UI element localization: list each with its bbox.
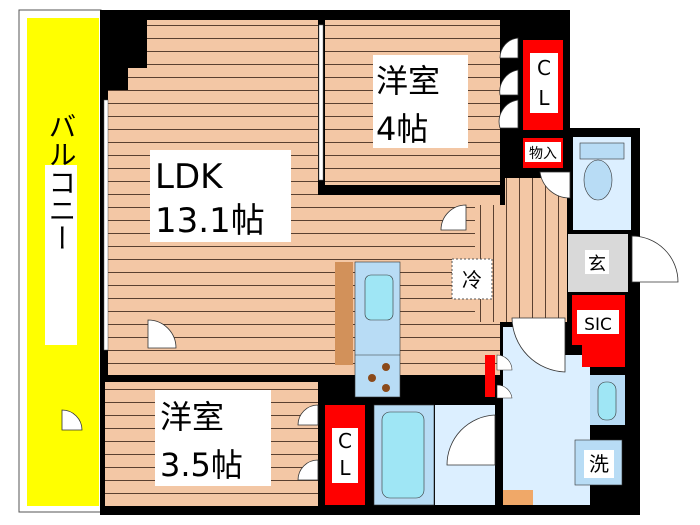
- closet-a-label-bg: [530, 53, 558, 113]
- ldk-floor: [108, 20, 500, 375]
- hallway-floor: [475, 178, 567, 322]
- stove-burner: [382, 384, 390, 392]
- bedroom-4-label-bg: [373, 55, 468, 148]
- washroom: [503, 327, 590, 505]
- balcony-door[interactable]: [61, 409, 83, 431]
- entrance-label-bg: [585, 250, 609, 274]
- bedroom-4-name: 洋室: [376, 62, 440, 100]
- vanity-basin: [597, 381, 617, 421]
- entrance-label: 玄: [588, 254, 606, 275]
- bathtub-icon: [381, 411, 425, 499]
- floor-mat: [503, 490, 533, 505]
- toilet-tank: [579, 142, 625, 160]
- kitchen-sink: [364, 274, 394, 321]
- washroom-door[interactable]: [511, 317, 566, 373]
- closet-doors-a[interactable]: [498, 37, 519, 129]
- ldk-size: 13.1帖: [155, 201, 265, 241]
- ldk-door[interactable]: [440, 204, 467, 231]
- washer-label: 洗: [589, 452, 609, 476]
- closet-b-label-bg: [332, 428, 358, 483]
- stove-burner: [382, 363, 390, 371]
- sic-label: SIC: [584, 315, 612, 335]
- ldk-name: LDK: [155, 157, 224, 197]
- balcony-label-bg: [45, 165, 77, 345]
- fridge-space: [451, 258, 493, 300]
- storage-label-bg: [525, 142, 561, 162]
- closet-doors-b[interactable]: [297, 404, 319, 481]
- bedroom-4-size: 4帖: [376, 110, 428, 148]
- bedroom-35-label-bg: [155, 390, 271, 486]
- closet-b-c: C: [338, 429, 352, 453]
- linen-cupboard: [485, 355, 495, 397]
- sliding-door-bedroom-4[interactable]: [318, 24, 324, 181]
- sic-label-bg: [577, 310, 619, 334]
- washer-label-bg: [584, 450, 614, 478]
- closet-b-l: L: [339, 456, 351, 480]
- ldk-label-bg: [150, 150, 291, 242]
- balcony-window[interactable]: [103, 99, 109, 351]
- bedroom-35-door[interactable]: [147, 319, 177, 349]
- balcony-label: バルコニー: [45, 112, 78, 252]
- front-door[interactable]: [631, 235, 679, 283]
- toilet-icon: [583, 159, 613, 201]
- bedroom-35-size: 3.5帖: [160, 446, 243, 484]
- bedroom-35-name: 洋室: [160, 398, 224, 436]
- fridge-label: 冷: [462, 268, 482, 292]
- closet-a-l: L: [538, 86, 550, 110]
- storage-label: 物入: [529, 146, 557, 162]
- bathroom-door[interactable]: [446, 414, 496, 466]
- closet-a-c: C: [537, 56, 551, 80]
- linen-doors[interactable]: [496, 354, 513, 399]
- kitchen-counter-side: [335, 262, 353, 365]
- toilet-door[interactable]: [539, 171, 571, 199]
- stove-burner: [368, 374, 376, 382]
